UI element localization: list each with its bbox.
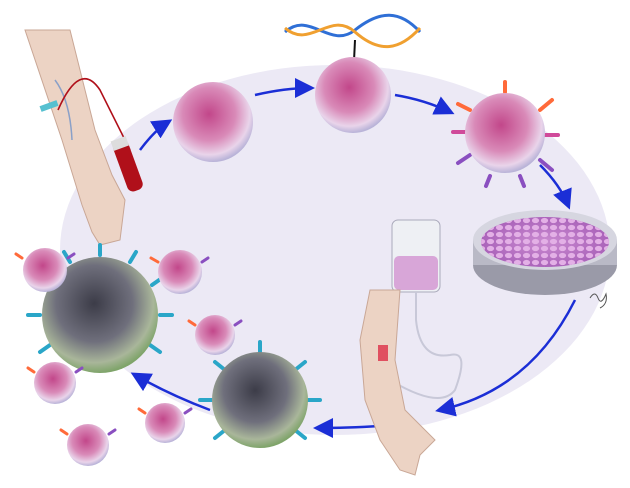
car-t-cell <box>451 80 560 188</box>
t-cell <box>173 82 253 162</box>
activated-car-t-cell <box>198 340 322 448</box>
cycle-arrows <box>130 78 577 438</box>
arrow-7 <box>130 372 211 412</box>
arrow-3 <box>394 93 455 115</box>
arrow-2 <box>254 78 315 99</box>
small-t-cell <box>59 424 117 466</box>
small-cells <box>14 248 243 466</box>
iv-bag <box>384 219 463 399</box>
arrow-4 <box>539 164 572 210</box>
small-t-cell <box>187 315 243 355</box>
small-t-cell <box>137 403 193 443</box>
blood-tube-icon <box>110 136 143 192</box>
small-t-cell <box>26 362 84 404</box>
arm-infusion <box>359 289 436 476</box>
t-cell-transduced <box>315 57 391 133</box>
small-t-cell <box>14 248 76 292</box>
culture-dish <box>473 210 617 295</box>
arrow-1 <box>139 119 173 151</box>
arrow-5 <box>435 299 577 417</box>
artist-signature <box>589 292 607 309</box>
small-t-cell <box>149 250 210 294</box>
arm-blood-draw <box>24 29 143 246</box>
